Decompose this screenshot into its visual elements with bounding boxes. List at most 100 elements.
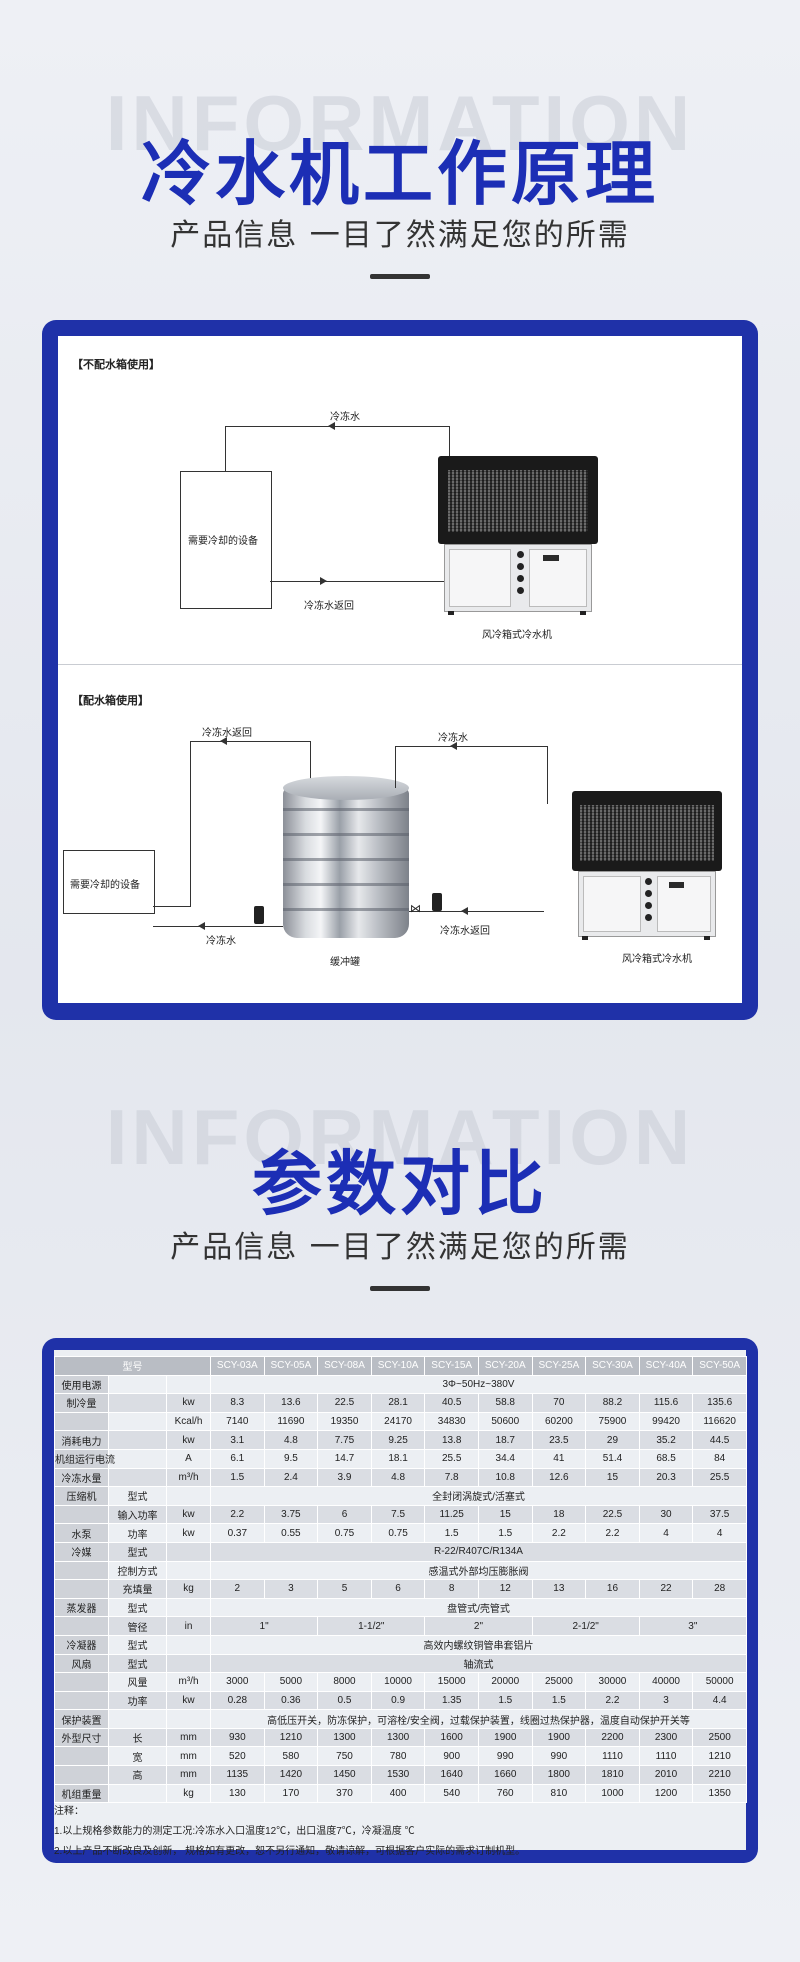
table-cell: 50000: [692, 1672, 747, 1692]
table-cell-unit: [166, 1709, 211, 1729]
table-cell: 12: [477, 1579, 533, 1599]
table-cell-unit: Kcal/h: [166, 1411, 211, 1432]
table-cell-sub: 功率: [108, 1690, 167, 1711]
diagram-frame: 【不配水箱使用】 需要冷却的设备 冷冻水 冷冻水返回: [42, 320, 758, 1020]
table-cell: 41: [531, 1448, 587, 1469]
table-cell-unit: m³/h: [166, 1467, 211, 1488]
section2-bg-word: INFORMATION: [105, 1093, 695, 1181]
table-cell: 6.1: [210, 1448, 265, 1469]
table-cell: 1.5: [477, 1690, 533, 1711]
table-cell: 40000: [638, 1672, 694, 1692]
table-cell: 60200: [531, 1411, 587, 1432]
diagram2-label: 【配水箱使用】: [72, 694, 149, 707]
table-cell: 7140: [210, 1411, 265, 1432]
section1-divider: [370, 274, 430, 279]
table-cell-group: 制冷量: [54, 1393, 109, 1413]
table-cell: 11690: [263, 1411, 319, 1432]
diagram2-return-left-down: [310, 741, 311, 781]
table-cell: 11.25: [424, 1504, 479, 1525]
table-cell: 760: [477, 1783, 533, 1804]
table-cell-unit: kw: [166, 1690, 211, 1711]
table-cell: 370: [317, 1783, 372, 1804]
diagram2-device-box: [63, 850, 155, 914]
table-cell-unit: m³/h: [166, 1672, 211, 1692]
table-cell: 990: [477, 1746, 533, 1767]
table-cell: 4.8: [370, 1467, 426, 1488]
diagram2-return-left-arrow: [220, 737, 227, 745]
table-cell: 1900: [477, 1727, 533, 1748]
table-cell: 2210: [692, 1765, 747, 1785]
table-cell: 22.5: [317, 1393, 372, 1413]
table-header-model: SCY-10A: [370, 1356, 426, 1376]
table-cell: 3.9: [317, 1467, 372, 1488]
table-cell: 135.6: [692, 1393, 747, 1413]
table-cell: 88.2: [585, 1393, 640, 1413]
table-cell: 22.5: [585, 1504, 640, 1525]
table-row: 压缩机型式全封闭涡旋式/活塞式: [54, 1486, 747, 1506]
table-cell: 580: [263, 1746, 319, 1767]
diagram2-supply-left-arrow: [198, 922, 205, 930]
table-cell: 22: [638, 1579, 694, 1599]
table-cell-span: 全封闭涡旋式/活塞式: [210, 1486, 747, 1506]
table-cell: 1.35: [424, 1690, 479, 1711]
table-cell-sub: 功率: [108, 1523, 167, 1543]
table-cell: 25.5: [692, 1467, 747, 1488]
table-cell-group: [54, 1746, 109, 1767]
table-cell: 1.5: [477, 1523, 533, 1543]
table-cell: 37.5: [692, 1504, 747, 1525]
table-cell: 116620: [692, 1411, 747, 1432]
table-cell: 170: [263, 1783, 319, 1804]
table-cell: 1800: [531, 1765, 587, 1785]
diagram1-return-label: 冷冻水返回: [304, 601, 354, 612]
diagram1-supply-label: 冷冻水: [330, 412, 360, 423]
table-cell: 5: [317, 1579, 372, 1599]
table-cell: 25000: [531, 1672, 587, 1692]
table-cell-span: 高低压开关，防冻保护，可溶栓/安全阀，过载保护装置，线圈过热保护器，温度自动保护…: [210, 1709, 747, 1729]
table-cell-unit: [166, 1486, 211, 1506]
table-cell: 2500: [692, 1727, 747, 1748]
table-cell: 5000: [263, 1672, 319, 1692]
table-cell: 1660: [477, 1765, 533, 1785]
table-cell-span: 盘管式/壳管式: [210, 1597, 747, 1618]
table-cell: 0.75: [317, 1523, 372, 1543]
table-cell-group: 冷媒: [54, 1541, 109, 1562]
table-cell-group: [54, 1579, 109, 1599]
table-cell: 1210: [692, 1746, 747, 1767]
table-cell-unit: [166, 1541, 211, 1562]
table-cell-group: 使用电源: [54, 1374, 109, 1395]
table-cell: 13: [531, 1579, 587, 1599]
table-cell: 400: [370, 1783, 426, 1804]
table-header-model: SCY-50A: [692, 1356, 747, 1376]
diagram2-supply-left-line: [153, 926, 283, 927]
diagram2-device-label: 需要冷却的设备: [70, 880, 140, 891]
table-cell-unit: A: [166, 1448, 211, 1469]
table-cell-span: 轴流式: [210, 1653, 747, 1674]
table-cell: 8: [424, 1579, 479, 1599]
table-cell: 15: [477, 1504, 533, 1525]
table-cell-group: 压缩机: [54, 1486, 109, 1506]
table-cell-group: 水泵: [54, 1523, 109, 1543]
table-cell: 34.4: [477, 1448, 533, 1469]
table-cell-span: 感温式外部均压膨胀阀: [210, 1560, 747, 1581]
table-cell-group: 外型尺寸: [54, 1727, 109, 1748]
table-cell-group-span: 1": [209, 1616, 319, 1636]
section1-subtitle: 产品信息 一目了然满足您的所需: [170, 218, 630, 253]
table-cell: 2.2: [585, 1523, 640, 1543]
table-cell: 1810: [585, 1765, 640, 1785]
table-cell: 0.28: [210, 1690, 265, 1711]
table-cell-group-span: 3": [638, 1616, 747, 1636]
table-cell-group: 蒸发器: [54, 1597, 109, 1618]
table-cell-unit: kw: [166, 1393, 211, 1413]
table-cell-group-span: 2": [424, 1616, 533, 1636]
table-cell: 84: [692, 1448, 747, 1469]
table-header-model: SCY-20A: [477, 1356, 533, 1376]
table-cell-sub: [108, 1374, 167, 1395]
table-cell: 4: [638, 1523, 694, 1543]
table-cell-span: 高效内螺纹铜管串套铝片: [210, 1634, 747, 1655]
